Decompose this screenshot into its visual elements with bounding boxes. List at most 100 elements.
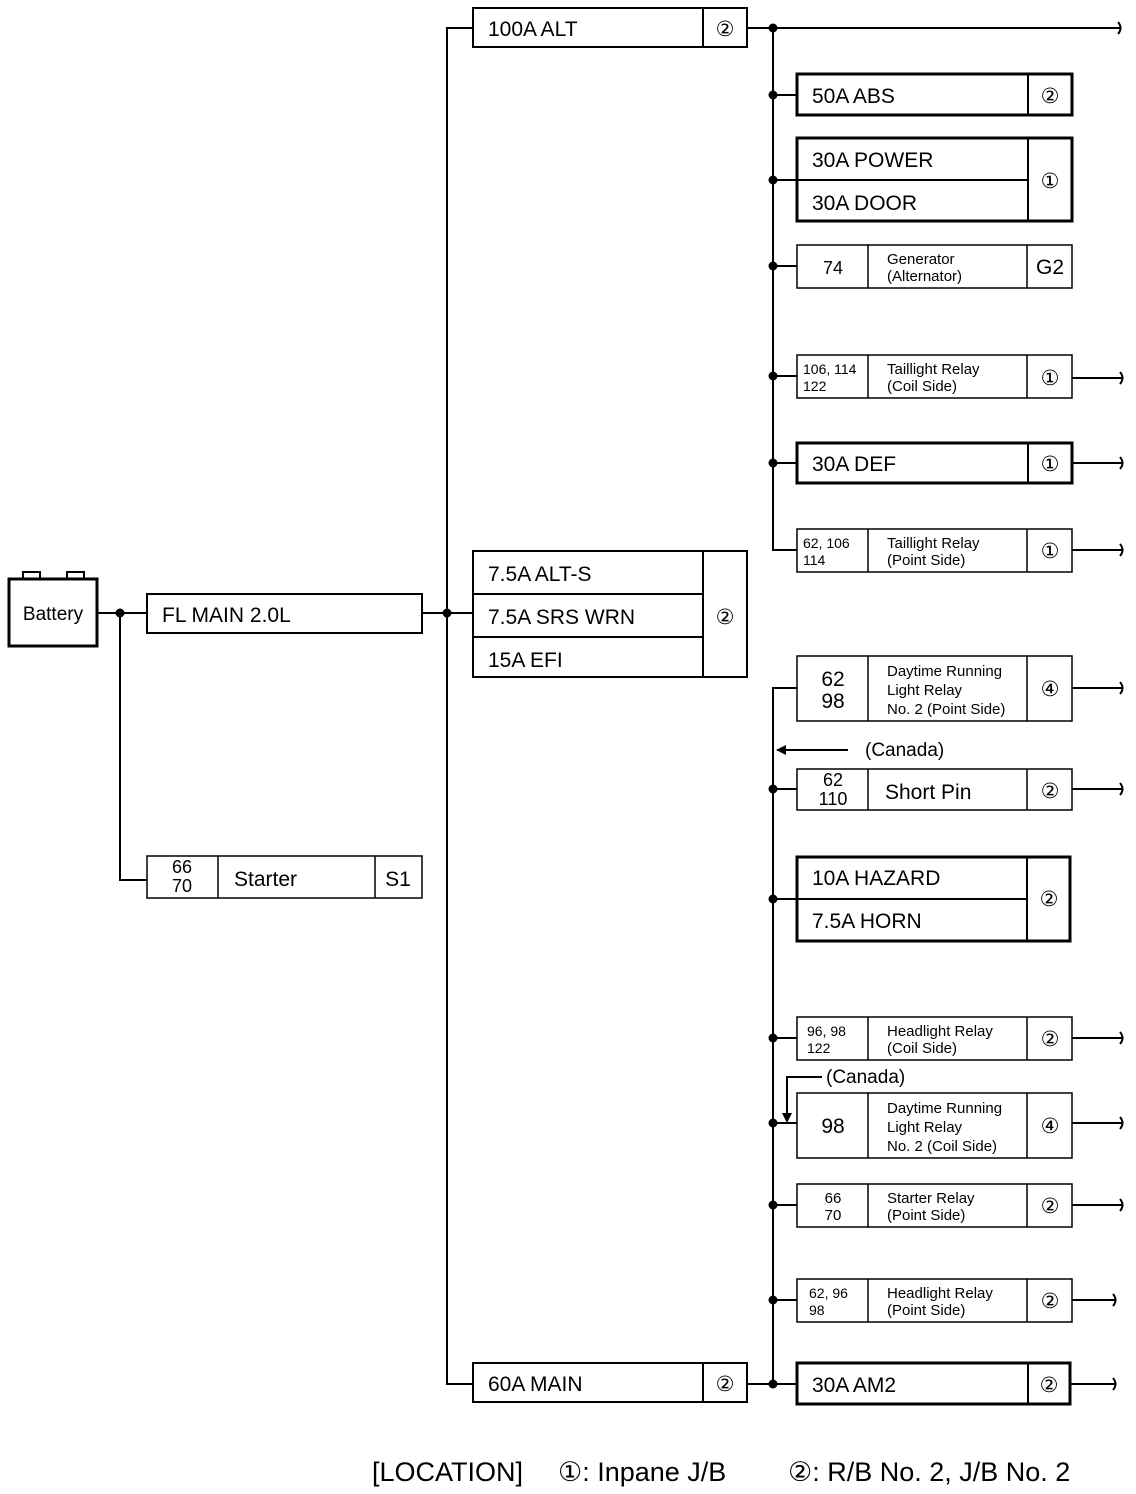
taillight-point-pins-2: 114 xyxy=(803,552,826,568)
taillight-coil-loc: ① xyxy=(1041,367,1060,390)
starter-relay-name-2: (Point Side) xyxy=(887,1207,965,1224)
legend-loc-1: ①: Inpane J/B xyxy=(558,1457,726,1487)
wire-continuation-marks xyxy=(1112,21,1124,1391)
starter-relay-name-1: Starter Relay xyxy=(887,1190,975,1207)
canada-note-1: (Canada) xyxy=(865,740,944,761)
def-label: 30A DEF xyxy=(812,453,896,476)
fuse-srs-wrn-label: 7.5A SRS WRN xyxy=(488,606,635,629)
generator-pin: 74 xyxy=(823,258,843,278)
group-mid-loc: ② xyxy=(716,606,735,629)
taillight-point-loc: ① xyxy=(1041,540,1060,563)
headlight-point-pins-2: 98 xyxy=(809,1302,825,1318)
headlight-point-pins-1: 62, 96 xyxy=(809,1285,848,1301)
headlight-coil-name-1: Headlight Relay xyxy=(887,1023,993,1040)
am2-loc: ② xyxy=(1040,1374,1059,1397)
starter-label: Starter xyxy=(234,868,297,891)
drl-coil-pin: 98 xyxy=(821,1115,844,1138)
abs-label: 50A ABS xyxy=(812,85,895,108)
fuse-100a-alt: 100A ALT ② xyxy=(472,7,748,48)
fuse-100a-label: 100A ALT xyxy=(488,18,578,41)
drl-point-loc: ④ xyxy=(1041,678,1060,701)
headlight-coil-pins-2: 122 xyxy=(807,1040,831,1056)
taillight-coil-pins-2: 122 xyxy=(803,378,827,394)
fl-main-label: FL MAIN 2.0L xyxy=(162,604,291,627)
power-label: 30A POWER xyxy=(812,149,933,172)
headlight-relay-coil: 96, 98 122 Headlight Relay (Coil Side) ② xyxy=(796,1016,1073,1061)
am2-label: 30A AM2 xyxy=(812,1374,896,1397)
headlight-point-loc: ② xyxy=(1041,1290,1060,1313)
drl-point-name-3: No. 2 (Point Side) xyxy=(887,701,1005,718)
power-door-loc: ① xyxy=(1041,170,1060,193)
short-pin-label: Short Pin xyxy=(885,781,971,804)
legend-prefix: [LOCATION] xyxy=(372,1457,523,1487)
fuse-efi-label: 15A EFI xyxy=(488,649,563,672)
fuse-30a-am2: 30A AM2 ② xyxy=(795,1361,1072,1406)
hazard-label: 10A HAZARD xyxy=(812,867,940,890)
canada-note-2: (Canada) xyxy=(826,1067,905,1088)
legend-loc-2: ②: R/B No. 2, J/B No. 2 xyxy=(788,1457,1070,1487)
starter-pin-1: 66 xyxy=(172,857,192,877)
battery: Battery xyxy=(7,571,99,648)
drl-point-name-2: Light Relay xyxy=(887,682,963,699)
junction-dots xyxy=(115,23,778,1389)
taillight-coil-name-2: (Coil Side) xyxy=(887,378,957,395)
drl-coil-loc: ④ xyxy=(1041,1115,1060,1138)
generator-name-1: Generator xyxy=(887,251,955,268)
fuse-hazard-horn: 10A HAZARD 7.5A HORN ② xyxy=(795,855,1072,943)
taillight-coil-pins-1: 106, 114 xyxy=(803,361,857,377)
drl-coil-name-3: No. 2 (Coil Side) xyxy=(887,1138,997,1155)
abs-loc: ② xyxy=(1041,85,1060,108)
drl-point-pin-2: 98 xyxy=(821,690,844,713)
headlight-point-name-1: Headlight Relay xyxy=(887,1285,993,1302)
location-legend: [LOCATION] ①: Inpane J/B ②: R/B No. 2, J… xyxy=(372,1457,1070,1487)
fuse-30a-def: 30A DEF ① xyxy=(795,441,1074,485)
short-pin-pin-1: 62 xyxy=(823,770,843,790)
short-pin-loc: ② xyxy=(1041,780,1060,803)
taillight-relay-coil: 106, 114 122 Taillight Relay (Coil Side)… xyxy=(796,354,1073,399)
headlight-coil-loc: ② xyxy=(1041,1028,1060,1051)
def-loc: ① xyxy=(1041,453,1060,476)
taillight-point-pins-1: 62, 106 xyxy=(803,535,850,551)
headlight-coil-pins-1: 96, 98 xyxy=(807,1023,846,1039)
taillight-coil-name-1: Taillight Relay xyxy=(887,361,980,378)
drl-relay-coil: 98 Daytime Running Light Relay No. 2 (Co… xyxy=(796,1092,1073,1159)
fl-main-fuse: FL MAIN 2.0L xyxy=(146,593,423,634)
battery-label: Battery xyxy=(23,604,84,625)
fuse-alt-s-label: 7.5A ALT-S xyxy=(488,563,592,586)
drl-point-pin-1: 62 xyxy=(821,668,844,691)
fuse-group-mid: 7.5A ALT-S 7.5A SRS WRN 15A EFI ② xyxy=(472,550,748,678)
fuse-60a-loc: ② xyxy=(716,1373,735,1396)
fuse-100a-loc: ② xyxy=(716,18,735,41)
drl-relay-point: 62 98 Daytime Running Light Relay No. 2 … xyxy=(796,655,1073,722)
headlight-point-name-2: (Point Side) xyxy=(887,1302,965,1319)
generator-connector: 74 Generator (Alternator) G2 xyxy=(796,244,1073,289)
taillight-point-name-1: Taillight Relay xyxy=(887,535,980,552)
drl-coil-name-2: Light Relay xyxy=(887,1119,963,1136)
starter-connector: 66 70 Starter S1 xyxy=(146,855,423,899)
horn-label: 7.5A HORN xyxy=(812,910,922,933)
headlight-relay-point: 62, 96 98 Headlight Relay (Point Side) ② xyxy=(796,1278,1073,1323)
generator-name-2: (Alternator) xyxy=(887,268,962,285)
drl-coil-name-1: Daytime Running xyxy=(887,1100,1002,1117)
starter-pin-2: 70 xyxy=(172,876,192,896)
starter-relay-loc: ② xyxy=(1041,1195,1060,1218)
hazard-horn-loc: ② xyxy=(1040,888,1059,911)
short-pin-connector: 62 110 Short Pin ② xyxy=(796,768,1073,811)
starter-relay-pin-2: 70 xyxy=(825,1207,842,1224)
starter-relay-pin-1: 66 xyxy=(825,1190,842,1207)
fuse-60a-label: 60A MAIN xyxy=(488,1373,583,1396)
starter-code: S1 xyxy=(385,868,411,891)
wiring-lines xyxy=(97,27,1122,1385)
fuse-power-door: 30A POWER 30A DOOR ① xyxy=(795,136,1074,223)
drl-point-name-1: Daytime Running xyxy=(887,663,1002,680)
short-pin-pin-2: 110 xyxy=(819,789,848,809)
headlight-coil-name-2: (Coil Side) xyxy=(887,1040,957,1057)
taillight-point-name-2: (Point Side) xyxy=(887,552,965,569)
fuse-60a-main: 60A MAIN ② xyxy=(472,1362,748,1403)
door-label: 30A DOOR xyxy=(812,192,917,215)
taillight-relay-point: 62, 106 114 Taillight Relay (Point Side)… xyxy=(796,528,1073,573)
starter-relay-point: 66 70 Starter Relay (Point Side) ② xyxy=(796,1183,1073,1228)
fuse-50a-abs: 50A ABS ② xyxy=(795,72,1074,117)
generator-code: G2 xyxy=(1036,256,1064,279)
